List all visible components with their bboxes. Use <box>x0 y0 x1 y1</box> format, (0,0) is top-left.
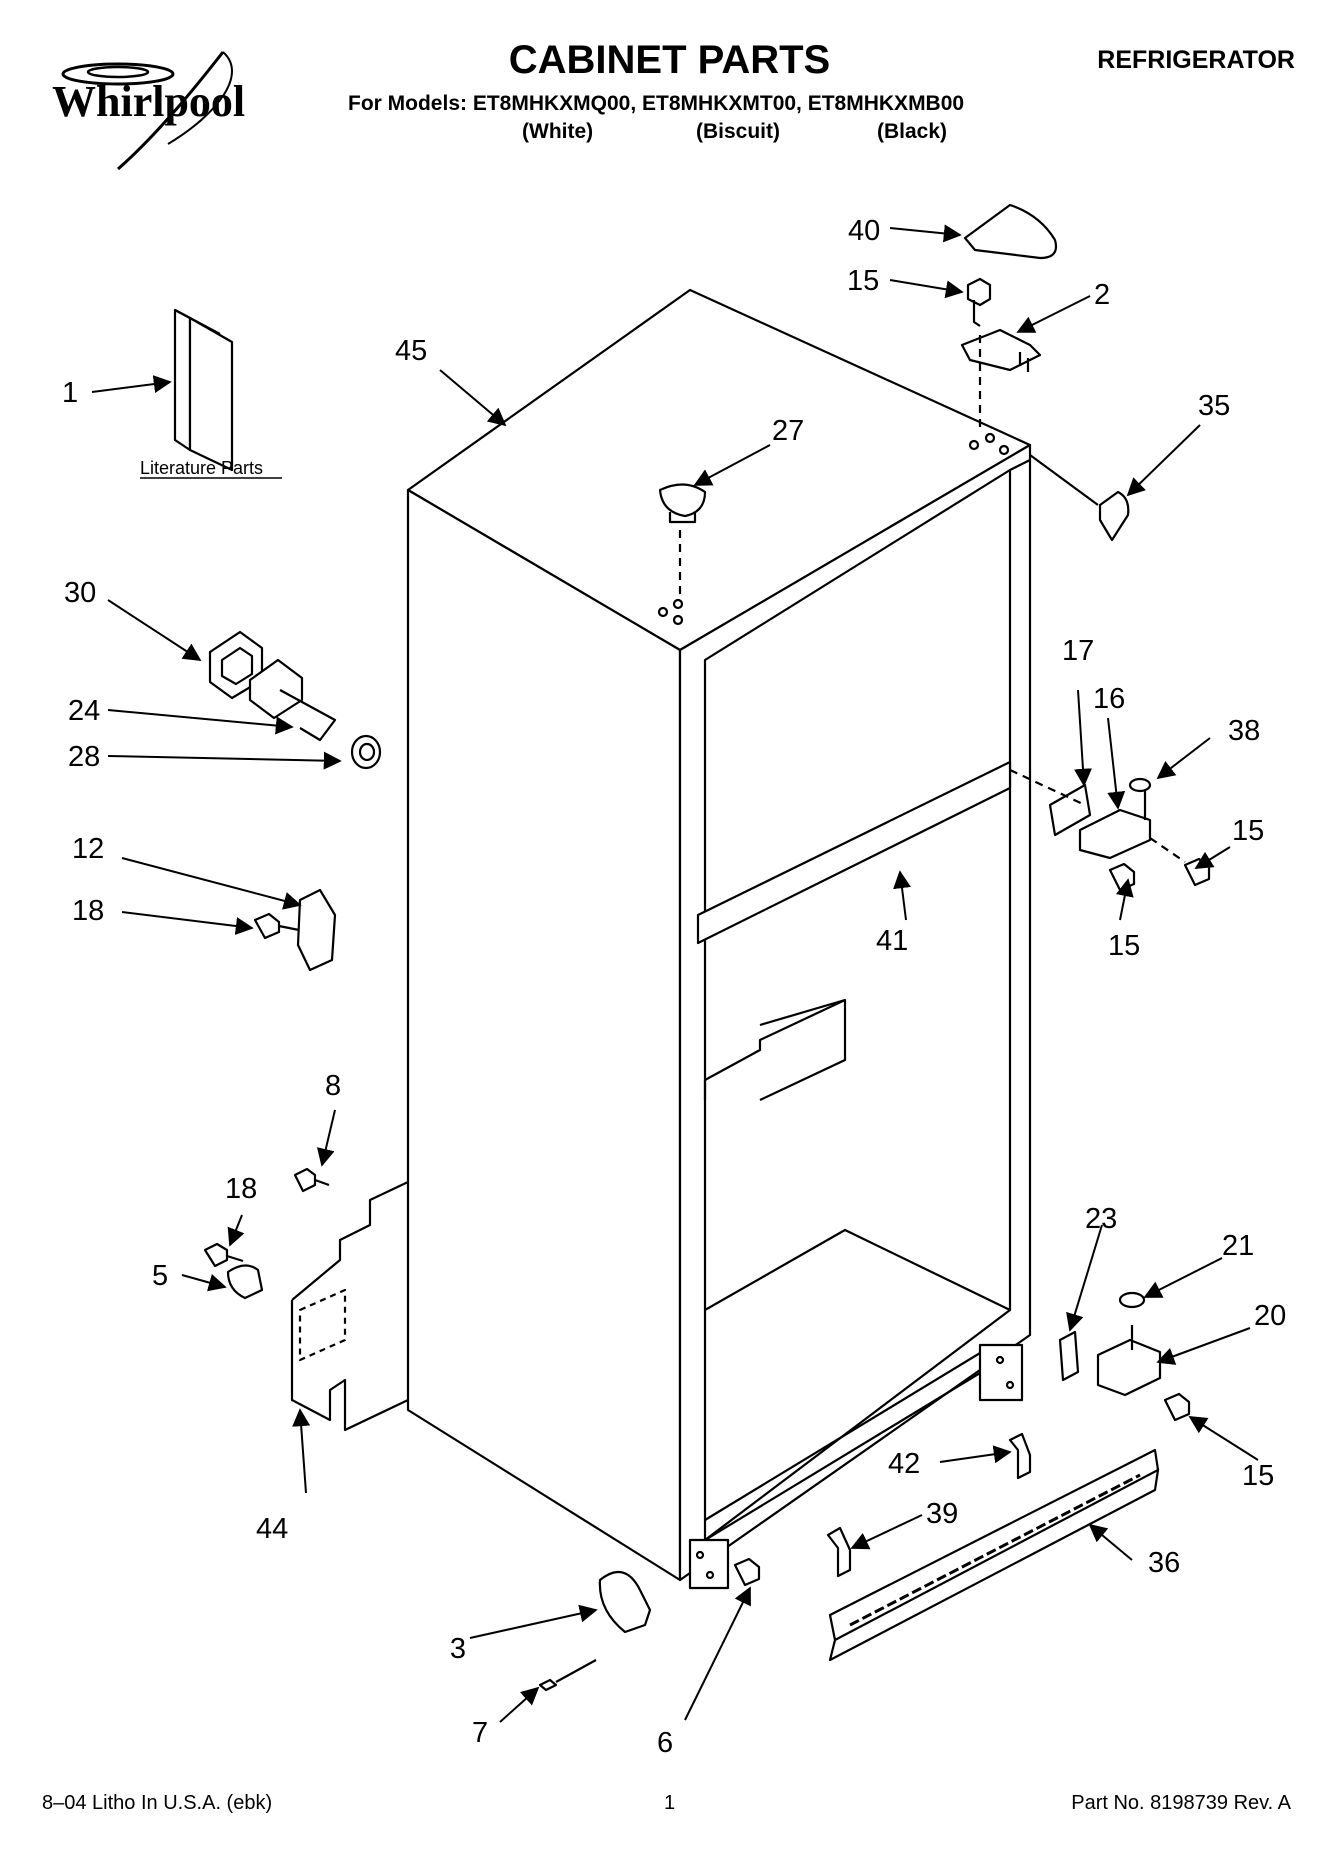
screw-18a <box>253 912 300 940</box>
callout-18b: 18 <box>225 1173 257 1205</box>
clip-39 <box>826 1526 852 1578</box>
pin-7 <box>538 1659 597 1692</box>
callout-15a: 15 <box>847 265 879 297</box>
shaft-24 <box>248 658 337 742</box>
shim-17 <box>1048 783 1092 837</box>
whirlpool-logo: Whirlpool <box>52 51 245 171</box>
color-black: (Black) <box>877 120 948 143</box>
callout-20: 20 <box>1254 1300 1286 1332</box>
cabinet-body <box>406 288 1032 1590</box>
screw-15b <box>1108 862 1136 892</box>
callout-16: 16 <box>1093 683 1125 715</box>
callout-12: 12 <box>72 833 104 865</box>
access-cover-44 <box>290 1181 409 1432</box>
literature-booklet <box>173 308 234 472</box>
callout-39: 39 <box>926 1498 958 1530</box>
literature-parts-label: Literature Parts <box>140 458 263 478</box>
callout-3: 3 <box>450 1633 466 1665</box>
callout-45: 45 <box>395 335 427 367</box>
callout-35: 35 <box>1198 390 1230 422</box>
callout-15c: 15 <box>1232 815 1264 847</box>
callout-42: 42 <box>888 1448 920 1480</box>
toe-grille-36 <box>828 1448 1160 1662</box>
print-info: 8–04 Litho In U.S.A. (ebk) <box>42 1792 273 1814</box>
callout-15d: 15 <box>1242 1460 1274 1492</box>
callout-24: 24 <box>68 695 100 727</box>
bushing-28 <box>350 734 382 770</box>
door-stop <box>296 888 337 972</box>
callout-5: 5 <box>152 1260 168 1292</box>
clamp-5 <box>226 1264 264 1300</box>
callout-28: 28 <box>68 741 100 773</box>
callout-23: 23 <box>1085 1203 1117 1235</box>
callout-21: 21 <box>1222 1230 1254 1262</box>
shim-23 <box>1058 1330 1080 1382</box>
callout-2: 2 <box>1094 279 1110 311</box>
color-biscuit: (Biscuit) <box>696 120 780 143</box>
bottom-hinge-20 <box>1096 1325 1162 1397</box>
roller-3 <box>598 1570 652 1634</box>
callout-18a: 18 <box>72 895 104 927</box>
hinge-cover <box>963 203 1058 260</box>
screw-6 <box>733 1557 761 1587</box>
callout-40: 40 <box>848 215 880 247</box>
callout-30: 30 <box>64 577 96 609</box>
callout-15b: 15 <box>1108 930 1140 962</box>
callout-36: 36 <box>1148 1547 1180 1579</box>
model-list: For Models: ET8MHKXMQ00, ET8MHKXMT00, ET… <box>348 92 965 115</box>
screw-15d <box>1163 1392 1191 1422</box>
callout-27: 27 <box>772 415 804 447</box>
brand-wordmark: Whirlpool <box>52 77 245 126</box>
top-hinge <box>960 328 1042 372</box>
appliance-category: REFRIGERATOR <box>1097 46 1295 74</box>
screw-8 <box>293 1167 330 1193</box>
page-title: CABINET PARTS <box>508 38 831 82</box>
callout-44: 44 <box>256 1513 288 1545</box>
clip-42 <box>1008 1432 1032 1480</box>
center-hinge-16 <box>1078 790 1152 860</box>
screw-18b <box>203 1242 244 1268</box>
washer-21 <box>1118 1291 1146 1309</box>
part-number: Part No. 8198739 Rev. A <box>1071 1792 1291 1814</box>
page-number: 1 <box>663 1792 676 1814</box>
washer-38 <box>1128 777 1152 793</box>
callout-1: 1 <box>62 377 78 409</box>
callout-17: 17 <box>1062 635 1094 667</box>
trim-end-cap <box>1098 490 1130 542</box>
callout-41: 41 <box>876 925 908 957</box>
callout-6: 6 <box>657 1727 673 1759</box>
callout-8: 8 <box>325 1070 341 1102</box>
screw-top <box>966 277 992 327</box>
callout-38: 38 <box>1228 715 1260 747</box>
callout-7: 7 <box>472 1717 488 1749</box>
hole-plug <box>658 483 707 524</box>
color-white: (White) <box>522 120 594 143</box>
